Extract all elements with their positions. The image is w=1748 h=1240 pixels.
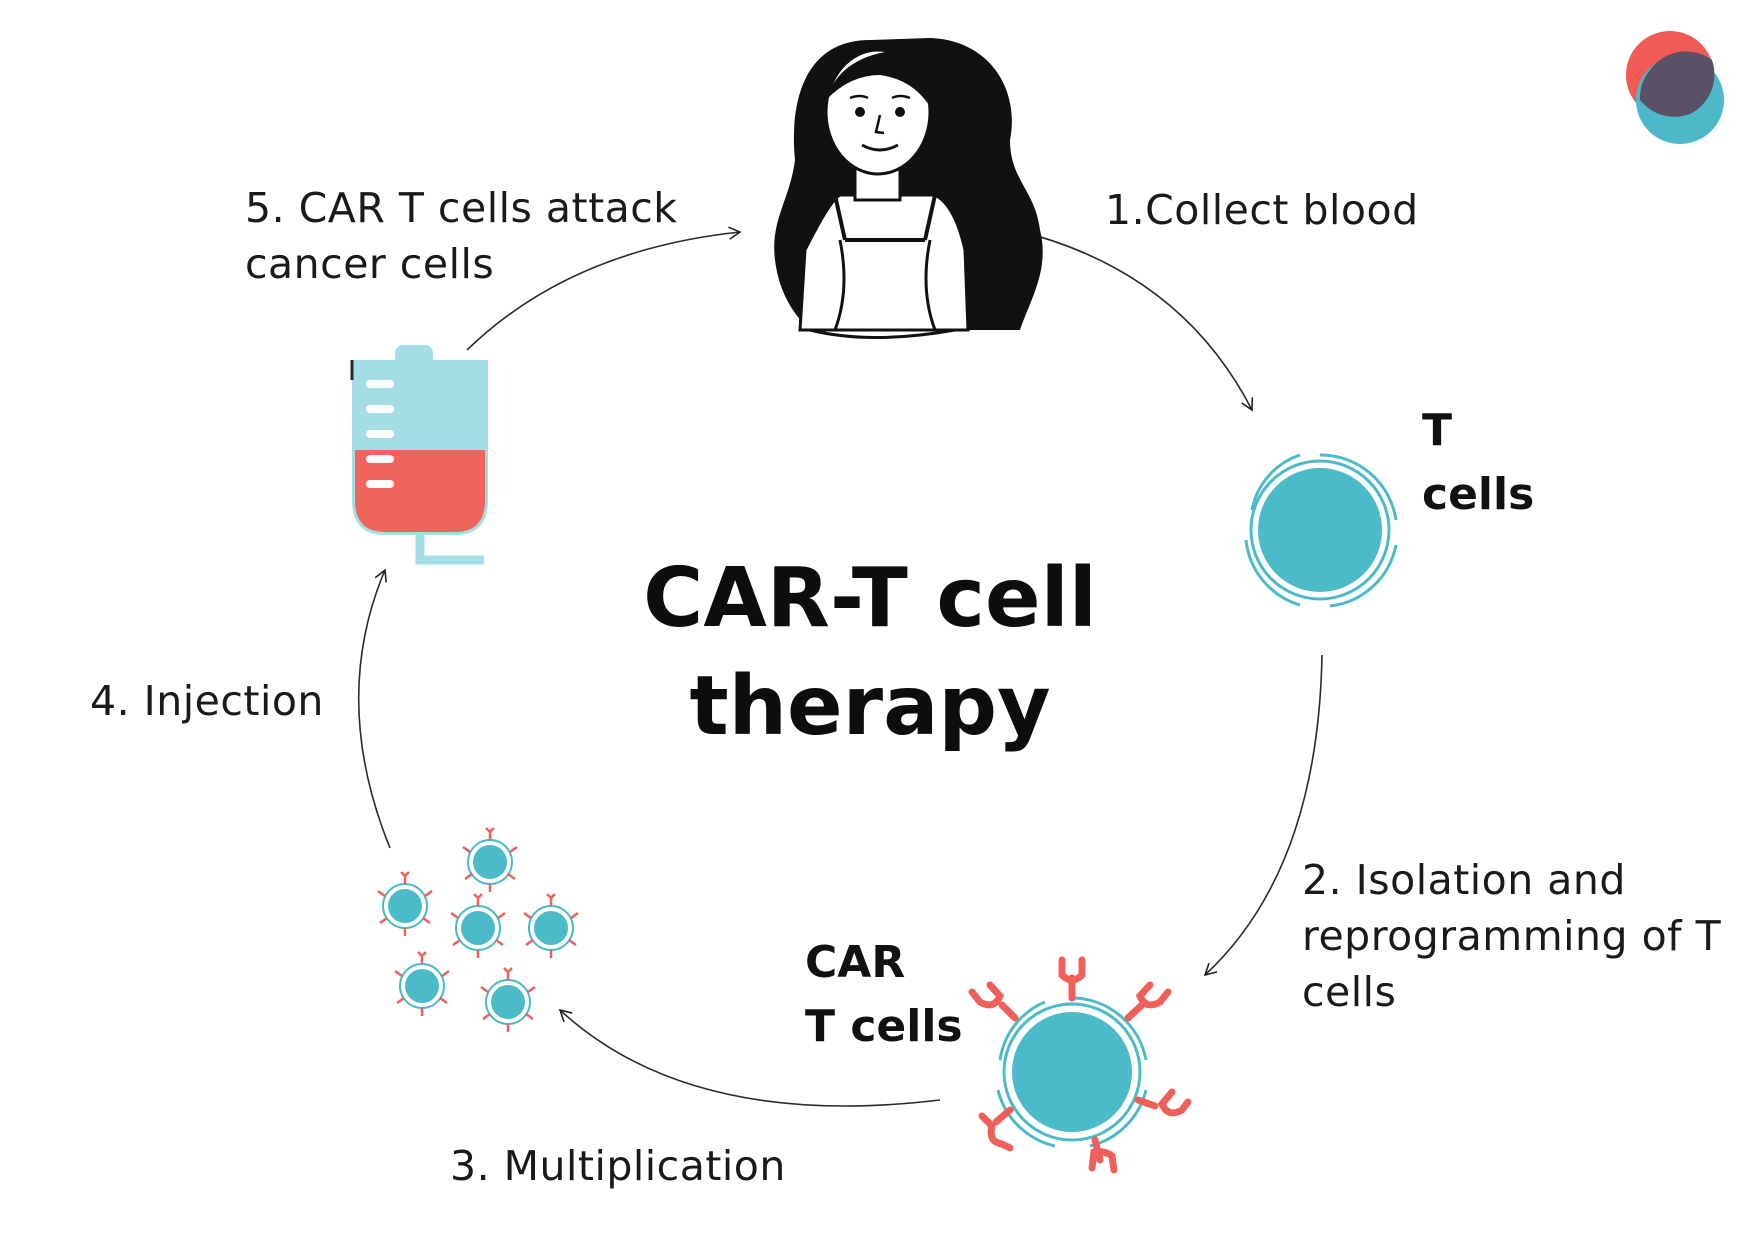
step-attack-label-line1: 5. CAR T cells attack (245, 184, 678, 232)
step-injection-label: 4. Injection (90, 677, 324, 725)
step-isolation-label-line3: cells (1302, 968, 1397, 1016)
multiplied-cells-icon (377, 827, 579, 1032)
arrow-multiply-to-bag (357, 568, 391, 849)
arrow-tcell-to-cart (1203, 654, 1323, 977)
step-isolation-label-line1: 2. Isolation and (1302, 856, 1626, 904)
mini-cell (377, 871, 433, 936)
t-cells-label-line1: T (1422, 405, 1453, 456)
t-cell-icon (1244, 453, 1398, 608)
patient-icon (774, 38, 1043, 339)
iv-bag-icon (350, 345, 488, 565)
step-multiplication-label: 3. Multiplication (450, 1142, 786, 1190)
mini-cell (480, 967, 536, 1032)
car-t-cell-icon (968, 956, 1192, 1174)
brand-logo-icon (1626, 31, 1724, 144)
arrow-bag-to-patient (466, 226, 742, 351)
car-t-cells-label-line2: T cells (805, 1001, 963, 1052)
arrow-collect-to-tcell (1014, 229, 1254, 412)
car-t-cells-label-line1: CAR (805, 937, 906, 988)
mini-cell (394, 951, 450, 1016)
t-cells-label-line2: cells (1422, 469, 1535, 520)
diagram-title: CAR-T cell therapy (560, 545, 1180, 761)
arrow-cart-to-multiply (558, 1008, 941, 1107)
mini-cell (462, 827, 518, 892)
step-isolation-label-line2: reprogramming of T (1302, 912, 1722, 960)
step-attack-label-line2: cancer cells (245, 240, 495, 288)
mini-cell (523, 893, 579, 958)
title-line1: CAR-T cell (643, 551, 1097, 646)
mini-cell (450, 893, 506, 958)
cycle-arrows (357, 226, 1323, 1107)
step-collect-blood-label: 1.Collect blood (1105, 186, 1419, 234)
title-line2: therapy (689, 659, 1051, 754)
